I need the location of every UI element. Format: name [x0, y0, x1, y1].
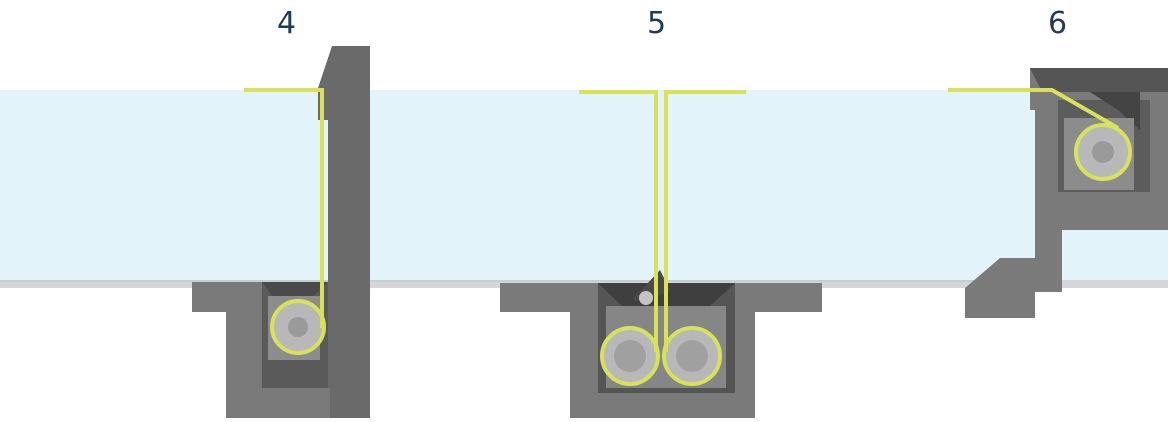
pool-water: [0, 90, 1045, 282]
pool-water-right: [1045, 230, 1168, 280]
label-option-5: 5: [647, 6, 667, 41]
cover-line-option-6: [948, 88, 1119, 130]
section-option-5: [500, 90, 822, 418]
cover-line-option-4: [244, 88, 324, 328]
cover-line-left-option-5: [579, 90, 658, 352]
section-option-6: [948, 68, 1168, 318]
label-option-6: 6: [1048, 6, 1068, 41]
pit-option-4: [192, 282, 330, 418]
cover-line-right-option-5: [664, 90, 746, 352]
section-option-4: [192, 46, 370, 418]
wall-option-4: [318, 46, 370, 418]
label-option-4: 4: [277, 6, 297, 41]
